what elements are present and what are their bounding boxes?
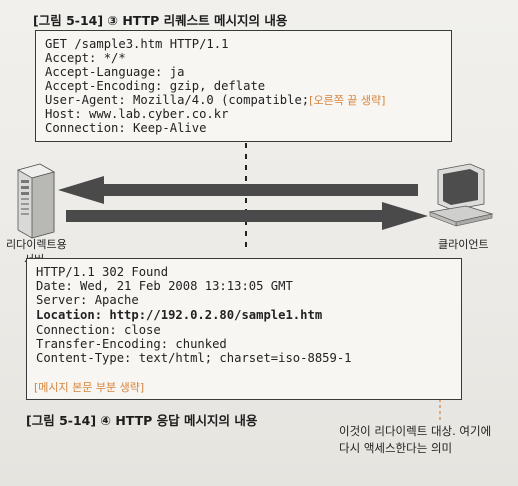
annotation-text: 이것이 리다이렉트 대상. 여기에 다시 액세스한다는 의미 <box>339 423 491 457</box>
user-agent-text: User-Agent: Mozilla/4.0 (compatible; <box>45 93 310 107</box>
response-header: Content-Type: text/html; charset=iso-885… <box>36 351 352 365</box>
request-header: Accept-Language: ja <box>45 65 185 79</box>
omitted-note: [오른쪽 끝 생략] <box>309 94 386 107</box>
request-header: Accept-Encoding: gzip, deflate <box>45 79 266 93</box>
response-caption: [그림 5-14] ④ HTTP 응답 메시지의 내용 <box>26 413 258 428</box>
request-header: Accept: */* <box>45 51 126 65</box>
body-omitted-note: [메시지 본문 부분 생략] <box>34 381 145 394</box>
server-label: 리다이렉트용 <box>6 238 67 251</box>
response-header: Date: Wed, 21 Feb 2008 13:13:05 GMT <box>36 279 293 293</box>
response-header: Connection: close <box>36 323 161 337</box>
response-message-box: HTTP/1.1 302 Found Date: Wed, 21 Feb 200… <box>26 258 462 400</box>
annotation-line: 다시 액세스한다는 의미 <box>339 441 453 455</box>
response-header: Server: Apache <box>36 293 139 307</box>
request-header: Host: www.lab.cyber.co.kr <box>45 107 229 121</box>
response-header: Transfer-Encoding: chunked <box>36 337 227 351</box>
request-arrow <box>58 176 418 204</box>
annotation-line: 이것이 리다이렉트 대상. 여기에 <box>339 424 492 438</box>
response-arrow <box>66 202 428 230</box>
request-message-box: GET /sample3.htm HTTP/1.1 Accept: */* Ac… <box>35 30 452 142</box>
server-tower-icon <box>16 163 56 239</box>
location-header: Location: http://192.0.2.80/sample1.htm <box>36 308 323 322</box>
request-header: User-Agent: Mozilla/4.0 (compatible;[오른쪽… <box>45 93 385 108</box>
request-header: Connection: Keep-Alive <box>45 121 207 135</box>
request-line: GET /sample3.htm HTTP/1.1 <box>45 37 229 51</box>
client-label: 클라이언트 <box>438 238 489 251</box>
request-caption: [그림 5-14] ③ HTTP 리퀘스트 메시지의 내용 <box>33 13 288 28</box>
desktop-computer-icon <box>428 163 494 227</box>
status-line: HTTP/1.1 302 Found <box>36 265 169 279</box>
